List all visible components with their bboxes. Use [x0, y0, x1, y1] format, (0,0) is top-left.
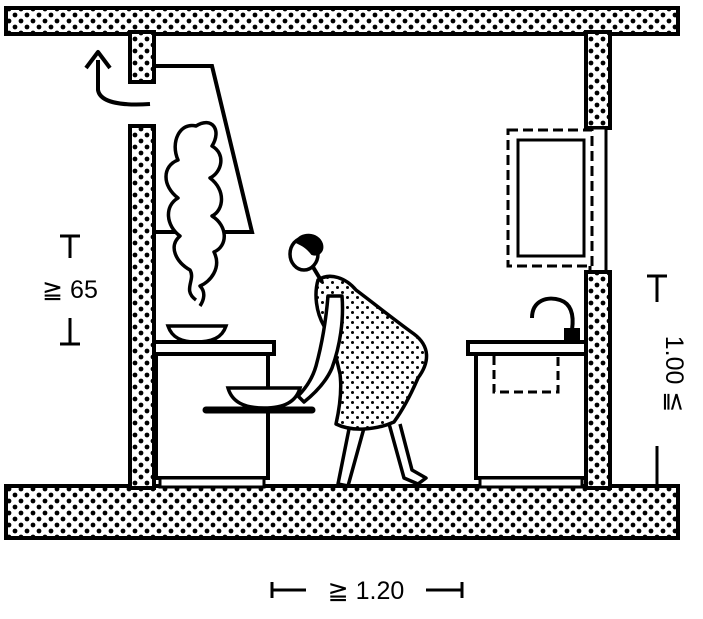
faucet-base — [564, 328, 580, 342]
steam-cloud — [164, 120, 226, 307]
ceiling-slab — [4, 6, 680, 36]
counter-height-label: 1.00 ≦ — [660, 336, 688, 413]
woman-figure — [288, 233, 429, 488]
stove-pot — [165, 324, 229, 344]
right-wall-lower — [584, 270, 612, 490]
floor-slab — [4, 484, 680, 540]
sink-basin — [492, 356, 560, 394]
hood-height-label: ≧ 65 — [42, 276, 98, 304]
left-wall-lower — [128, 124, 156, 490]
aisle-width-dimension: ≧ 1.20 — [270, 577, 464, 605]
window-frame — [506, 128, 594, 268]
right-wall-upper — [584, 30, 612, 130]
exhaust-arrowhead — [84, 50, 112, 70]
aisle-width-label: ≧ 1.20 — [328, 577, 405, 605]
counter-height-dimension: 1.00 ≦ — [647, 274, 688, 486]
exhaust-arrow — [96, 60, 151, 107]
left-wall-upper — [128, 30, 156, 84]
left-cabinet — [154, 352, 270, 480]
window-pane — [516, 138, 586, 258]
hood-height-dimension: ≧ 65 — [42, 234, 98, 346]
right-cabinet-base — [478, 476, 584, 489]
sink-faucet — [530, 296, 575, 331]
left-cabinet-base — [158, 476, 266, 489]
